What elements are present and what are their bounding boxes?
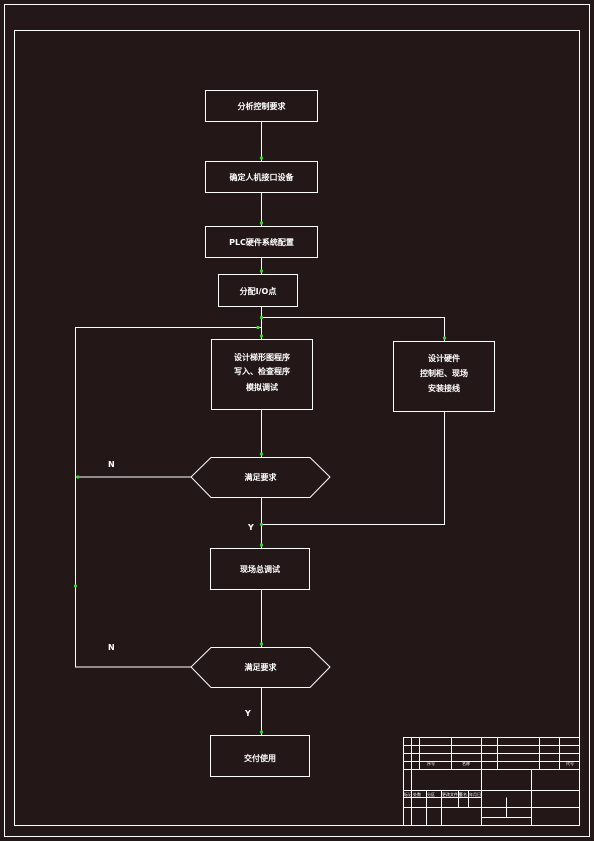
step-hardware-line2: 控制柜、现场: [420, 368, 468, 378]
title-block-cell-1: 标记: [404, 791, 412, 797]
step-software: 设计梯形图程序 写入、检查程序 模拟调试: [211, 339, 313, 410]
step-hardware: 设计硬件 控制柜、现场 安装接线: [393, 341, 495, 412]
title-block: 序号 名称 代号 标记 处数 分区 更改文件号 签名 年月日: [403, 737, 580, 826]
step-site-debug-label: 现场总调试: [240, 564, 280, 574]
title-block-cell-4: 更改文件号: [442, 791, 462, 797]
step-analyze-label: 分析控制要求: [238, 101, 287, 111]
title-block-cell-2: 处数: [413, 791, 421, 797]
decision-check-1-label: 满足要求: [245, 472, 278, 482]
label-n-2: N: [108, 643, 115, 652]
decision-check-2: 满足要求: [190, 647, 331, 688]
title-block-cell-3: 分区: [427, 791, 435, 797]
connector-io-hardware: [261, 317, 445, 342]
step-io: 分配I/O点: [218, 274, 298, 307]
step-io-label: 分配I/O点: [240, 286, 277, 296]
decision-check-2-label: 满足要求: [245, 662, 278, 672]
connector-hardware-merge: [261, 411, 445, 525]
label-y-1: Y: [247, 523, 254, 532]
title-block-header-2: 名称: [462, 760, 470, 766]
connectors: [75, 121, 445, 736]
label-y-2: Y: [244, 709, 251, 718]
title-block-header-1: 序号: [427, 760, 435, 766]
title-block-cell-6: 年月日: [469, 791, 481, 797]
step-analyze: 分析控制要求: [205, 90, 318, 122]
connection-dots: [73, 156, 447, 734]
decision-check-1: 满足要求: [190, 457, 331, 498]
step-hardware-line3: 安装接线: [428, 383, 460, 393]
outer-border: [4, 4, 590, 837]
label-n-1: N: [108, 460, 115, 469]
title-block-header-3: 代号: [566, 760, 574, 766]
step-software-line1: 设计梯形图程序: [234, 352, 290, 362]
step-hmi: 确定人机接口设备: [205, 161, 318, 193]
step-hmi-label: 确定人机接口设备: [230, 172, 295, 182]
connector-feedback-loop: [75, 327, 262, 668]
step-software-line2: 写入、检查程序: [234, 366, 290, 376]
step-deliver-label: 交付使用: [244, 753, 276, 763]
step-site-debug: 现场总调试: [210, 548, 310, 590]
inner-border: [14, 30, 580, 826]
title-block-cell-5: 签名: [459, 791, 467, 797]
step-software-line3: 模拟调试: [246, 382, 278, 392]
step-plc-config-label: PLC硬件系统配置: [229, 237, 294, 247]
step-hardware-line1: 设计硬件: [428, 353, 460, 363]
step-plc-config: PLC硬件系统配置: [205, 226, 318, 258]
step-deliver: 交付使用: [210, 735, 310, 777]
